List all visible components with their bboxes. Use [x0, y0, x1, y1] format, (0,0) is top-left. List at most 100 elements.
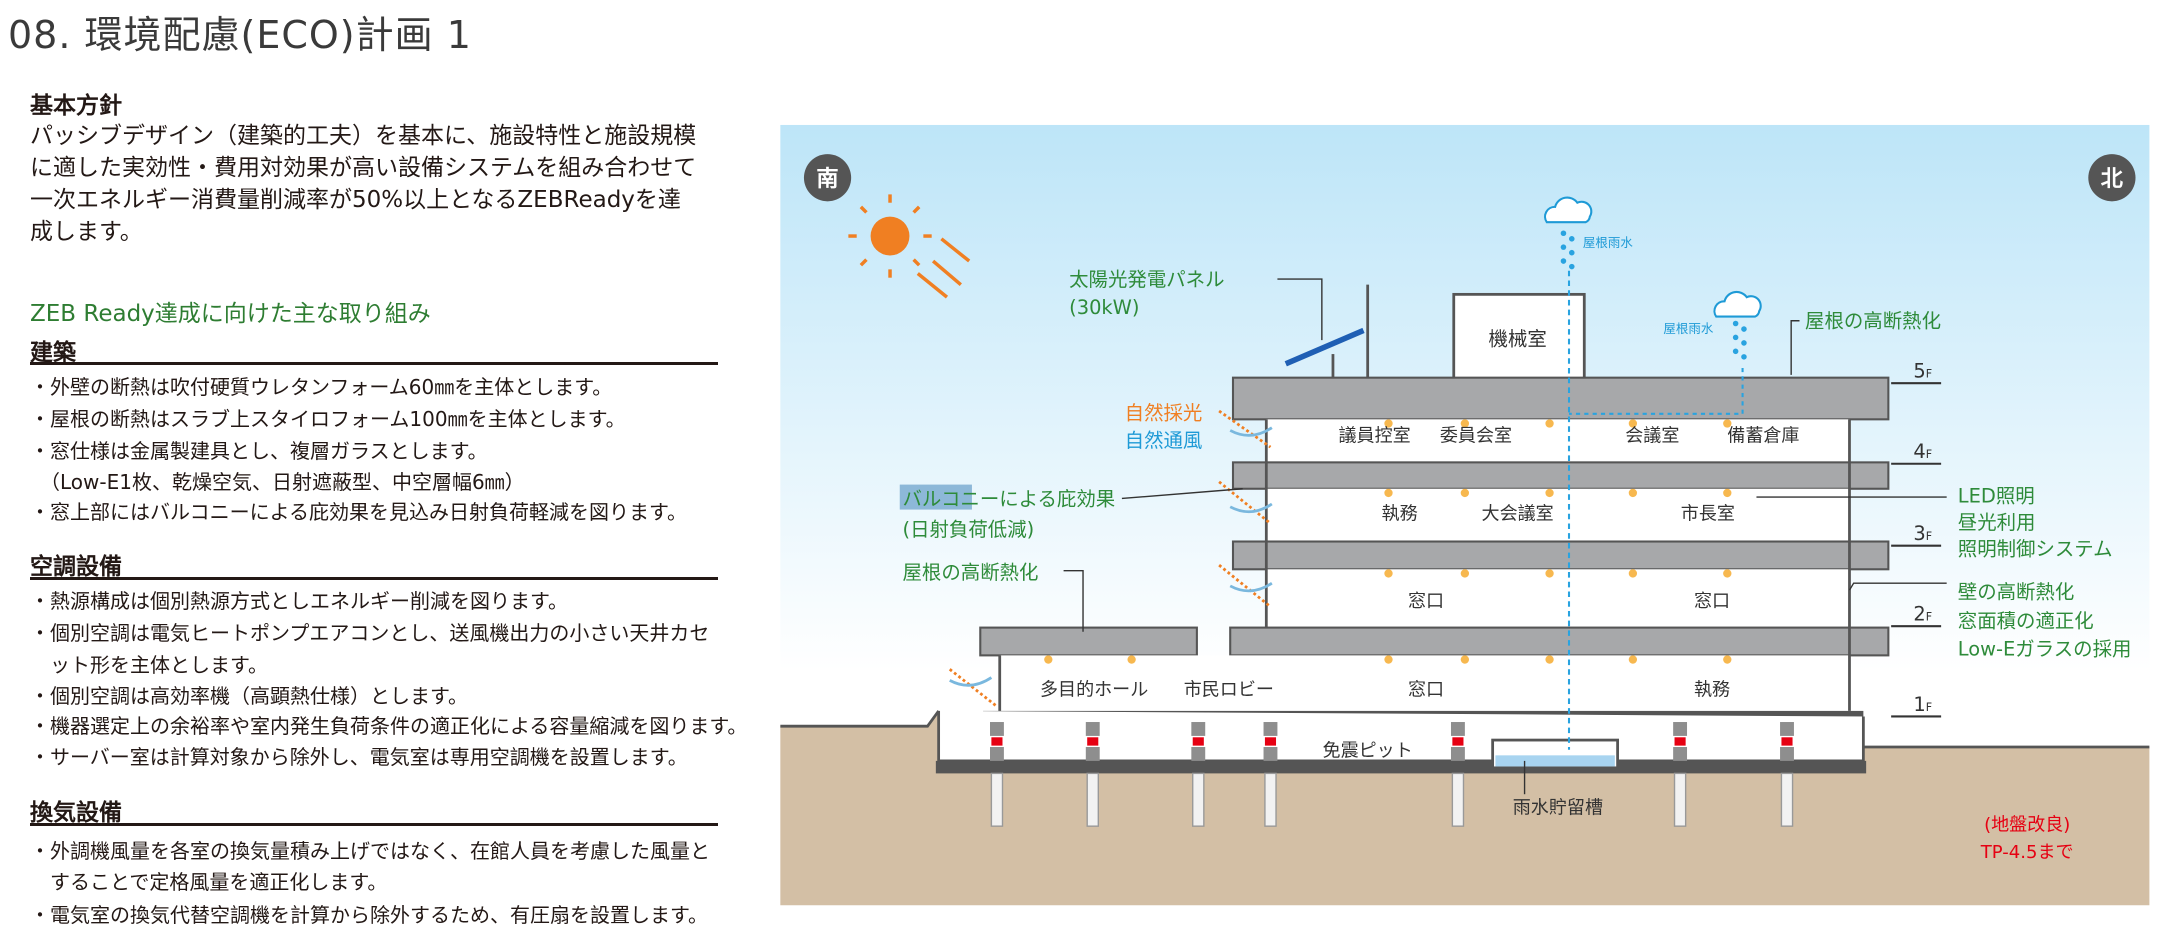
- pile: [1264, 772, 1277, 827]
- roof-rain-label: 屋根雨水: [1663, 321, 1713, 336]
- solar-panel-label: 太陽光発電パネル: [1069, 268, 1224, 291]
- bullet: ・サーバー室は計算対象から除外し、電気室は専用空調機を設置します。: [30, 745, 688, 769]
- bullet: ・熱源構成は個別熱源方式としエネルギー削減を図ります。: [30, 589, 568, 613]
- room-label: 執務: [1694, 680, 1730, 701]
- room-label: 執務: [1382, 503, 1418, 524]
- policy-line: 一次エネルギー消費量削減率が50%以上となるZEBReadyを達: [30, 187, 681, 213]
- floor-label: 2F: [1913, 603, 1932, 626]
- bullet: ット形を主体とします。: [30, 653, 268, 677]
- ceiling-light-icon: [1545, 419, 1554, 428]
- ceiling-light-icon: [1628, 488, 1638, 498]
- ceiling-light-icon: [1384, 419, 1393, 428]
- ceiling-light-icon: [1460, 419, 1470, 428]
- isolator-base: [1673, 747, 1688, 761]
- isolator-base: [1191, 747, 1206, 761]
- isolator-base: [990, 747, 1004, 761]
- bullet: ・個別空調は電気ヒートポンプエアコンとし、送風機出力の小さい天井カセ: [30, 621, 710, 645]
- bullet: ・外壁の断熱は吹付硬質ウレタンフォーム60㎜を主体とします。: [30, 375, 613, 399]
- compass-south-icon: 南: [803, 154, 852, 202]
- natural-ventilation-label: 自然通風: [1125, 429, 1203, 452]
- roof-insulation-left-label: 屋根の高断熱化: [903, 561, 1039, 584]
- isolator-base: [1085, 722, 1100, 736]
- page-title: 08. 環境配慮(ECO)計画 1: [8, 13, 472, 57]
- ceiling-light-icon: [1545, 655, 1554, 664]
- seismic-isolator-icon: [1674, 737, 1686, 746]
- isolator-base: [1263, 747, 1278, 761]
- svg-text:北: 北: [2101, 166, 2124, 192]
- ceiling-light-icon: [1044, 655, 1053, 664]
- seismic-isolator-icon: [991, 737, 1003, 746]
- compass-north-icon: 北: [2088, 154, 2136, 202]
- policy-line: パッシブデザイン（建築的工夫）を基本に、施設特性と施設規模: [30, 123, 697, 149]
- balcony-sub-label: (日射負荷低減): [903, 518, 1035, 541]
- balcony-effect-label: バルコニーによる庇効果: [903, 487, 1116, 510]
- room-label: 窓口: [1408, 591, 1444, 612]
- floor-labels: 5F 4F 3F 2F 1F: [1913, 360, 1932, 716]
- ceiling-light-icon: [1723, 655, 1732, 664]
- bullet: （Low-E1枚、乾燥空気、日射遮蔽型、中空層幅6㎜）: [30, 470, 525, 494]
- balcony-highlight: [899, 484, 972, 510]
- seismic-isolator-icon: [1452, 737, 1464, 746]
- sunlight-arrows-icon: [916, 237, 971, 299]
- pile: [1673, 772, 1687, 827]
- bullet: ・窓仕様は金属製建具とし、複層ガラスとします。: [30, 439, 488, 463]
- rain-tank-water: [1495, 755, 1615, 767]
- section-heading-architecture: 建築: [30, 340, 76, 366]
- isolator-base: [1780, 722, 1794, 736]
- cloud-icon: [1544, 196, 1762, 318]
- seismic-isolator-icon: [1781, 737, 1793, 746]
- ceiling-light-icon: [1384, 569, 1393, 578]
- bullet: ・窓上部にはバルコニーによる庇効果を見込み日射負荷軽減を図ります。: [30, 500, 687, 524]
- floor-label: 3F: [1913, 522, 1932, 545]
- isolator-base: [1780, 747, 1794, 761]
- isolator-base: [990, 722, 1004, 736]
- room-label: 会議室: [1625, 426, 1679, 447]
- pile: [1780, 772, 1794, 827]
- led-lights: [1044, 419, 1732, 664]
- led-label: LED照明: [1958, 485, 2035, 508]
- policy-line: に適した実効性・費用対効果が高い設備システムを組み合わせて: [30, 155, 697, 181]
- building-structure: [935, 284, 1890, 774]
- room-label: 市民ロビー: [1184, 680, 1274, 701]
- basic-policy-heading: 基本方針: [30, 93, 122, 119]
- solar-capacity-label: (30kW): [1069, 296, 1139, 319]
- bullet: ・機器選定上の余裕率や室内発生負荷条件の適正化による容量縮減を図ります。: [30, 714, 748, 738]
- divider: [30, 577, 718, 580]
- solar-panel-icon: [1284, 327, 1365, 367]
- pile: [1192, 772, 1205, 827]
- low-e-glass-label: Low-Eガラスの採用: [1958, 637, 2132, 660]
- ground-depth-label: TP-4.5まで: [1980, 842, 2074, 863]
- bullet: ・電気室の換気代替空調機を計算から除外するため、有圧扇を設置します。: [30, 903, 708, 927]
- foundation-piles: [990, 722, 1794, 827]
- room-label: 市長室: [1681, 503, 1735, 524]
- ceiling-light-icon: [1384, 488, 1393, 498]
- ground-improvement-label: (地盤改良): [1984, 814, 2070, 835]
- natural-light-label: 自然採光: [1125, 401, 1203, 424]
- ceiling-light-icon: [1460, 488, 1470, 498]
- wall-insulation-label: 壁の高断熱化: [1958, 580, 2075, 603]
- bullet: ・外調機風量を各室の換気量積み上げではなく、在館人員を考慮した風量と: [30, 839, 710, 863]
- room-label: 窓口: [1694, 591, 1730, 612]
- isolator-base: [1673, 722, 1688, 736]
- rain-drops-icon: [1560, 230, 1747, 360]
- ceiling-light-icon: [1723, 419, 1732, 428]
- ceiling-light-icon: [1628, 569, 1638, 578]
- divider: [30, 823, 718, 826]
- ceiling-light-icon: [1723, 569, 1732, 578]
- bullet: ・個別空調は高効率機（高顕熱仕様）とします。: [30, 684, 468, 708]
- section-heading-ventilation: 換気設備: [30, 800, 122, 826]
- ceiling-light-icon: [1628, 419, 1638, 428]
- floor-label: 5F: [1913, 360, 1932, 383]
- isolator-base: [1085, 747, 1100, 761]
- policy-line: 成します。: [30, 219, 143, 245]
- svg-text:南: 南: [816, 166, 838, 192]
- seismic-isolator-icon: [1192, 737, 1204, 746]
- room-label: 多目的ホール: [1040, 680, 1148, 701]
- seismic-isolator-icon: [1087, 737, 1099, 746]
- lighting-control-label: 照明制御システム: [1958, 537, 2113, 560]
- seismic-isolator-icon: [1264, 737, 1277, 746]
- daylight-label: 昼光利用: [1958, 511, 2036, 534]
- window-area-label: 窓面積の適正化: [1958, 610, 2094, 633]
- pile: [990, 772, 1004, 827]
